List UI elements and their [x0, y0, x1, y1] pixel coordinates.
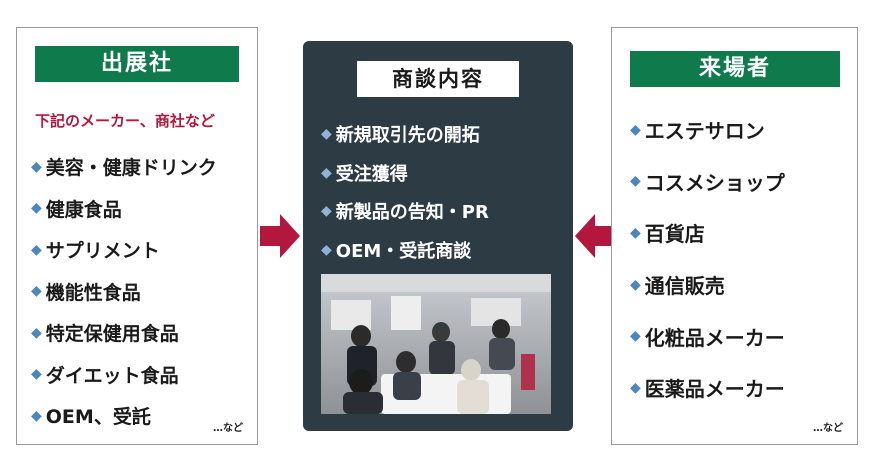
- diamond-icon: ◆: [321, 164, 332, 181]
- diamond-icon: ◆: [31, 324, 42, 341]
- list-item: ◆特定保健用食品: [31, 323, 179, 346]
- diamond-icon: ◆: [31, 407, 42, 424]
- diamond-icon: ◆: [31, 158, 42, 175]
- arrow-left-icon: [575, 214, 615, 258]
- list-item: ◆サプリメント: [31, 240, 160, 263]
- list-item: ◆美容・健康ドリンク: [31, 157, 217, 180]
- content-list: ◆新規取引先の開拓 ◆受注獲得 ◆新製品の告知・PR ◆OEM・受託商談: [321, 115, 489, 269]
- diamond-icon: ◆: [630, 173, 641, 190]
- exhibitors-list: ◆美容・健康ドリンク ◆健康食品 ◆サプリメント ◆機能性食品 ◆特定保健用食品…: [31, 146, 217, 437]
- list-item: ◆百貨店: [630, 222, 705, 247]
- diamond-icon: ◆: [31, 283, 42, 300]
- diamond-icon: ◆: [31, 366, 42, 383]
- content-panel: 商談内容 ◆新規取引先の開拓 ◆受注獲得 ◆新製品の告知・PR ◆OEM・受託商…: [303, 41, 573, 431]
- visitors-list: ◆エステサロン ◆コスメショップ ◆百貨店 ◆通信販売 ◆化粧品メーカー ◆医薬…: [630, 104, 785, 414]
- list-item: ◆OEM、受託: [31, 406, 151, 429]
- list-item: ◆コスメショップ: [630, 170, 785, 195]
- list-item: ◆エステサロン: [630, 119, 765, 144]
- diamond-icon: ◆: [321, 241, 332, 258]
- visitors-title: 来場者: [630, 51, 840, 87]
- diamond-icon: ◆: [630, 328, 641, 345]
- exhibitors-panel: 出展社 下記のメーカー、商社など ◆美容・健康ドリンク ◆健康食品 ◆サプリメン…: [16, 27, 258, 445]
- diamond-icon: ◆: [321, 203, 332, 220]
- content-title: 商談内容: [357, 61, 519, 97]
- diamond-icon: ◆: [31, 241, 42, 258]
- arrow-right-icon: [260, 214, 300, 258]
- exhibitors-note: 下記のメーカー、商社など: [35, 112, 215, 130]
- list-item: ◆医薬品メーカー: [630, 377, 785, 402]
- list-item: ◆機能性食品: [31, 281, 141, 304]
- exhibitors-etc: …など: [213, 423, 243, 434]
- diamond-icon: ◆: [630, 276, 641, 293]
- visitors-etc: …など: [813, 423, 843, 434]
- exhibitors-title: 出展社: [35, 46, 239, 82]
- visitors-panel: 来場者 ◆エステサロン ◆コスメショップ ◆百貨店 ◆通信販売 ◆化粧品メーカー…: [611, 27, 858, 445]
- list-item: ◆ダイエット食品: [31, 364, 179, 387]
- list-item: ◆受注獲得: [321, 163, 408, 185]
- list-item: ◆OEM・受託商談: [321, 240, 472, 262]
- diamond-icon: ◆: [31, 200, 42, 217]
- list-item: ◆健康食品: [31, 198, 122, 221]
- event-photo: [321, 274, 551, 414]
- list-item: ◆新規取引先の開拓: [321, 125, 480, 147]
- diamond-icon: ◆: [630, 224, 641, 241]
- list-item: ◆通信販売: [630, 274, 725, 299]
- list-item: ◆新製品の告知・PR: [321, 202, 489, 224]
- diamond-icon: ◆: [630, 379, 641, 396]
- diamond-icon: ◆: [321, 126, 332, 143]
- diamond-icon: ◆: [630, 121, 641, 138]
- list-item: ◆化粧品メーカー: [630, 325, 785, 350]
